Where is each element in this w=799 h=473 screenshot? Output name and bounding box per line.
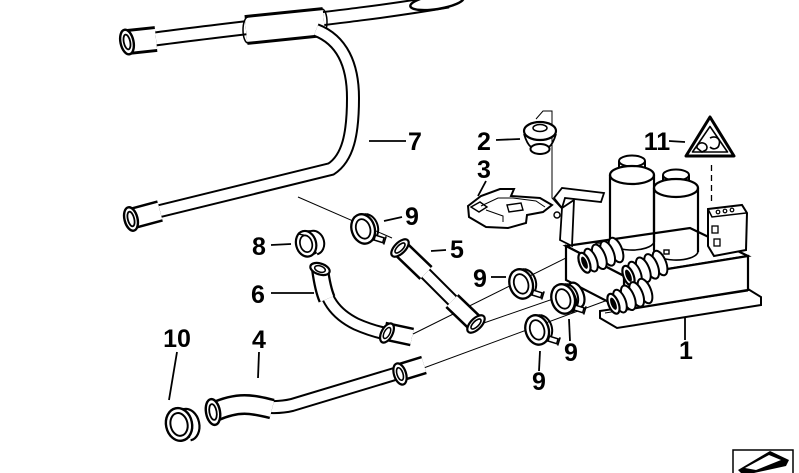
callout-4: 4 (252, 326, 266, 379)
grommet-part-2 (522, 120, 558, 155)
hose-clamp-part-9d (520, 308, 564, 355)
callout-5-label: 5 (450, 236, 464, 264)
callout-5: 5 (430, 236, 464, 264)
bolt-head (663, 249, 670, 255)
callout-7-label: 7 (408, 128, 422, 156)
callout-11-label: 11 (644, 128, 671, 156)
callout-6-label: 6 (251, 281, 265, 309)
sealing-ring-part-10 (161, 402, 204, 446)
callout-9d: 9 (532, 350, 546, 396)
callout-3: 3 (477, 156, 491, 197)
callout-4-label: 4 (252, 326, 266, 354)
callout-3-label: 3 (477, 156, 491, 184)
water-hose-part-5 (390, 238, 486, 334)
callout-9b-label: 9 (473, 265, 487, 293)
callouts: 7 2 3 11 9 8 5 9 (163, 128, 693, 401)
callout-9b: 9 (473, 265, 506, 293)
water-valve-assembly-part-1 (552, 154, 762, 330)
callout-9c-label: 9 (564, 339, 578, 367)
callout-9a-label: 9 (405, 203, 419, 231)
brand-watermark (732, 449, 794, 473)
callout-8: 8 (252, 233, 292, 261)
electrical-connector (707, 203, 749, 258)
callout-2-label: 2 (477, 128, 491, 156)
callout-10: 10 (163, 325, 191, 401)
callout-7: 7 (369, 128, 422, 156)
water-hose-part-6 (309, 261, 414, 347)
callout-6: 6 (251, 281, 314, 309)
callout-11: 11 (644, 128, 686, 156)
callout-9a: 9 (383, 203, 419, 231)
callout-8-label: 8 (252, 233, 266, 261)
solenoid-left (608, 154, 656, 251)
water-pipe-assembly-part-7 (118, 0, 465, 232)
callout-9d-label: 9 (532, 368, 546, 396)
hose-clamp-part-8 (291, 225, 328, 261)
callout-1-label: 1 (679, 337, 693, 365)
hose-clamp-part-9b (504, 262, 548, 309)
warning-sticker-part-11 (684, 115, 736, 205)
callout-9c: 9 (564, 318, 578, 367)
callout-1: 1 (679, 318, 693, 365)
grommet-reference-line (535, 110, 563, 210)
pinch-hazard-icon (696, 136, 721, 153)
callout-2: 2 (477, 128, 521, 156)
water-hose-part-4 (204, 355, 427, 427)
valve-mounting-bracket (552, 187, 606, 248)
callout-10-label: 10 (163, 325, 191, 353)
holder-bracket-part-3 (466, 188, 554, 230)
hose-clamp-part-9a (346, 207, 390, 254)
